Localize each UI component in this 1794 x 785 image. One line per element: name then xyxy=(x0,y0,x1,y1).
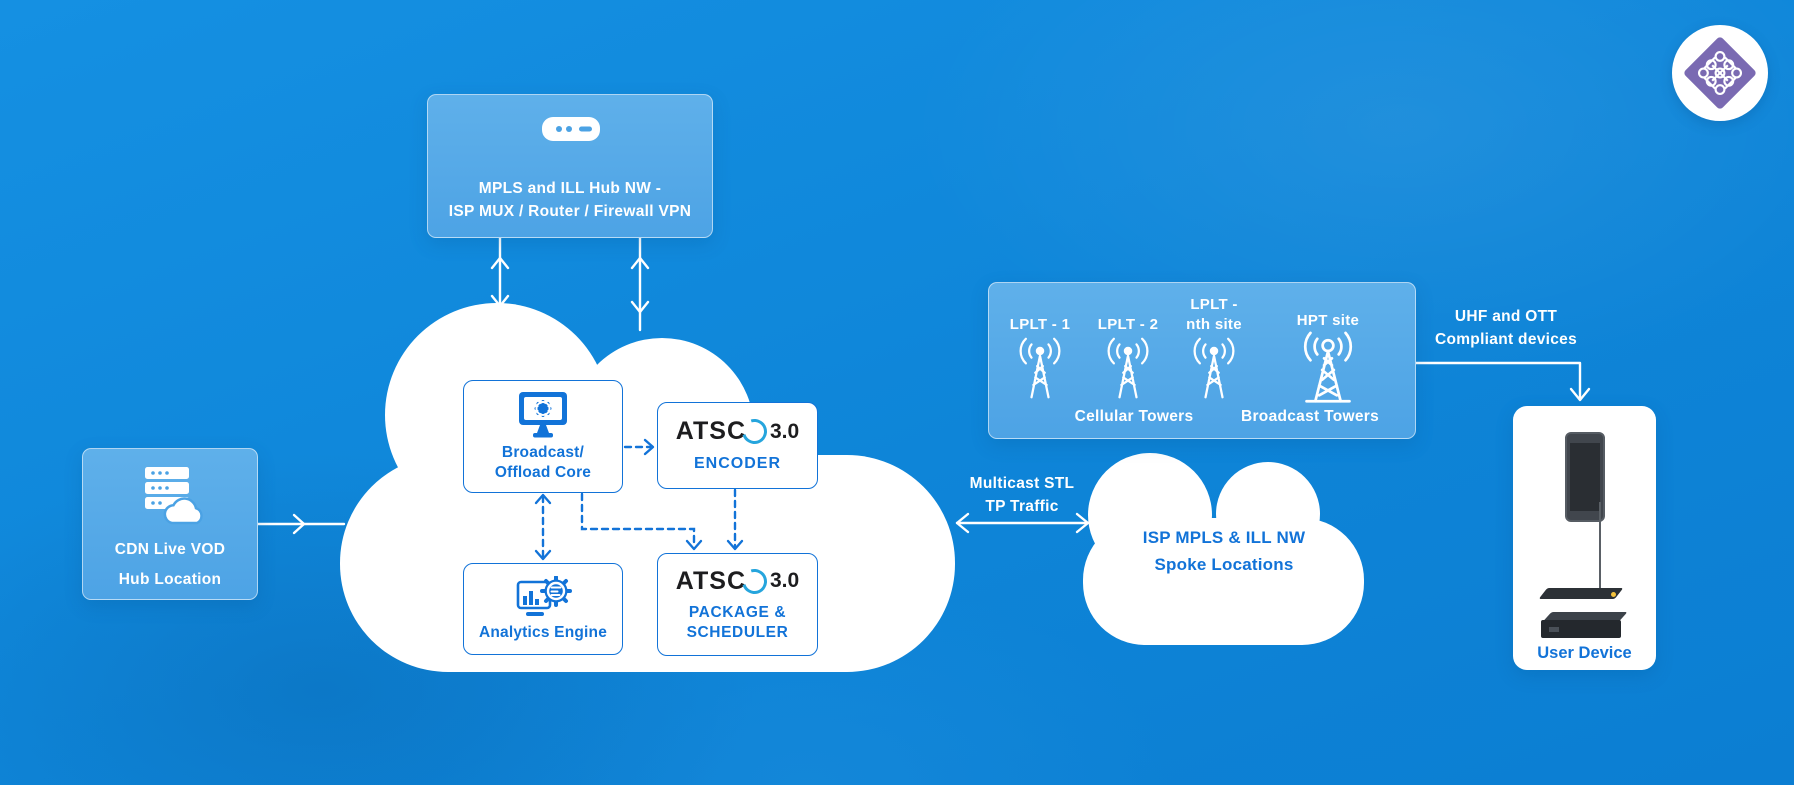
tower-site-label: LPLT - nth site xyxy=(1186,296,1242,333)
tower-site-lplt1: LPLT - 1 xyxy=(1005,293,1075,401)
tower-site-hpt: HPT site xyxy=(1281,289,1375,409)
brand-logo xyxy=(1672,25,1768,121)
cellular-towers-caption: Cellular Towers xyxy=(1074,408,1194,425)
server-cloud-icon xyxy=(145,467,203,525)
mpls-hub-panel: MPLS and ILL Hub NW - ISP MUX / Router /… xyxy=(427,94,713,238)
tower-site-label: HPT site xyxy=(1296,312,1360,329)
package-scheduler-node: ATSC 3.0 PACKAGE & SCHEDULER xyxy=(657,553,818,656)
towers-panel: LPLT - 1 LPLT - 2 xyxy=(988,282,1416,439)
settop-box-icon xyxy=(1541,620,1621,638)
cell-tower-icon xyxy=(1019,337,1061,399)
broadcast-tower-icon xyxy=(1303,331,1353,403)
cell-tower-icon xyxy=(1107,337,1149,399)
multicast-traffic-label: Multicast STL TP Traffic xyxy=(969,475,1075,515)
encoder-label: ENCODER xyxy=(693,455,781,472)
uhf-ott-label: UHF and OTT Compliant devices xyxy=(1434,308,1578,348)
tower-site-lplt2: LPLT - 2 xyxy=(1093,293,1163,401)
isp-cloud-label: ISP MPLS & ILL NW Spoke Locations xyxy=(1142,528,1306,574)
broadcast-core-label: Broadcast/ Offload Core xyxy=(494,443,592,481)
user-device-panel: User Device xyxy=(1513,406,1656,670)
package-scheduler-label: PACKAGE & SCHEDULER xyxy=(686,603,789,641)
tower-site-label: LPLT - 1 xyxy=(1009,316,1071,333)
atsc-logo: ATSC 3.0 xyxy=(676,564,799,598)
smartphone-icon xyxy=(1565,432,1605,522)
cdn-label: CDN Live VOD Hub Location xyxy=(114,541,226,588)
user-device-label: User Device xyxy=(1537,644,1632,662)
mpls-hub-label: MPLS and ILL Hub NW - ISP MUX / Router /… xyxy=(448,180,692,220)
cell-tower-icon xyxy=(1193,337,1235,399)
broadcast-offload-core-node: Broadcast/ Offload Core xyxy=(463,380,623,493)
cdn-panel: CDN Live VOD Hub Location xyxy=(82,448,258,600)
encoder-node: ATSC 3.0 ENCODER xyxy=(657,402,818,489)
atsc-logo: ATSC 3.0 xyxy=(676,414,799,449)
monitor-gear-icon xyxy=(519,391,567,437)
analytics-engine-node: Analytics Engine xyxy=(463,563,623,655)
router-icon xyxy=(542,117,600,141)
tower-site-lplt-nth: LPLT - nth site xyxy=(1179,293,1249,401)
kolam-knot-logo xyxy=(1684,37,1756,109)
analytics-label: Analytics Engine xyxy=(478,623,608,641)
antenna-receiver-icon xyxy=(1599,502,1601,590)
analytics-gear-icon xyxy=(516,575,572,616)
tower-site-label: LPLT - 2 xyxy=(1097,316,1159,333)
broadcast-towers-caption: Broadcast Towers xyxy=(1240,408,1380,425)
